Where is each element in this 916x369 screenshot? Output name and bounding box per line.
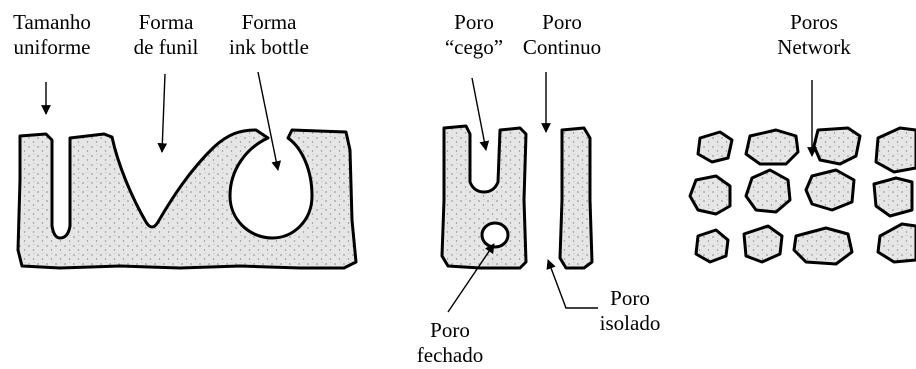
arrow-ink-bottle (258, 72, 278, 170)
label-continuous-pore: Poro Continuo (512, 10, 612, 60)
arrow-funnel (162, 74, 165, 152)
label-uniform-line2: uniforme (4, 35, 100, 60)
label-network-line2: Network (774, 35, 854, 60)
label-network-pores: Poros Network (774, 10, 854, 60)
label-continuous-line1: Poro (512, 10, 612, 35)
label-isolated-pore: Poro isolado (590, 286, 670, 336)
solid-block-middle (442, 126, 526, 268)
label-uniform-line1: Tamanho (4, 10, 100, 35)
continuous-pore-column (560, 128, 592, 268)
label-blind-line1: Poro (436, 10, 512, 35)
arrow-blind (472, 78, 486, 150)
label-ink-bottle-line1: Forma (218, 10, 320, 35)
label-blind-pore: Poro “cego” (436, 10, 512, 60)
label-blind-line2: “cego” (436, 35, 512, 60)
network-pore-grid (690, 128, 916, 264)
label-closed-line2: fechado (414, 343, 486, 368)
label-uniform: Tamanho uniforme (4, 10, 100, 60)
label-funnel: Forma de funil (122, 10, 210, 60)
label-isolated-line1: Poro (590, 286, 670, 311)
solid-block-left (18, 130, 356, 268)
label-closed-pore: Poro fechado (414, 318, 486, 368)
closed-pore (482, 223, 508, 247)
label-funnel-line1: Forma (122, 10, 210, 35)
label-closed-line1: Poro (414, 318, 486, 343)
label-continuous-line2: Continuo (512, 35, 612, 60)
label-network-line1: Poros (774, 10, 854, 35)
label-funnel-line2: de funil (122, 35, 210, 60)
label-ink-bottle: Forma ink bottle (218, 10, 320, 60)
label-ink-bottle-line2: ink bottle (218, 35, 320, 60)
label-isolated-line2: isolado (590, 311, 670, 336)
